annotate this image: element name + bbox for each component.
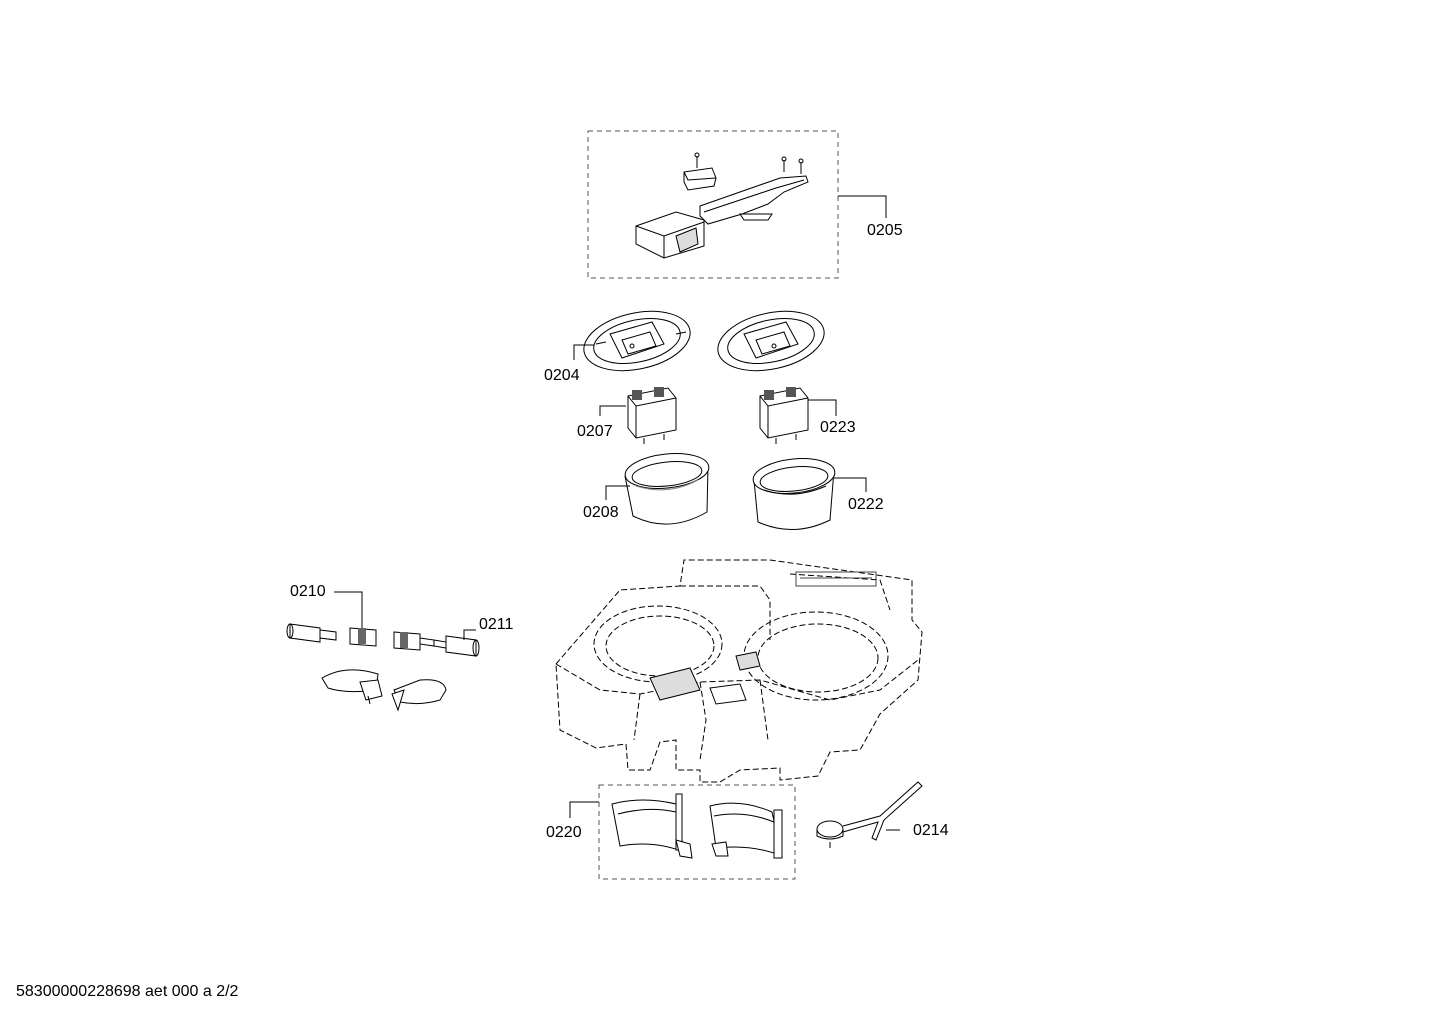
leader-0205 bbox=[838, 195, 887, 218]
label-0222: 0222 bbox=[848, 496, 884, 513]
block-0207-drawing bbox=[627, 387, 677, 444]
assembly-0205-group bbox=[587, 130, 887, 279]
leader-0222 bbox=[834, 477, 867, 492]
leader-0223 bbox=[808, 399, 837, 416]
leader-0220 bbox=[569, 801, 599, 818]
assembly-0220-group bbox=[569, 784, 796, 880]
base-housing-drawing bbox=[555, 559, 923, 783]
label-0208: 0208 bbox=[583, 504, 619, 521]
document-footer-id: 58300000228698 aet 000 a 2/2 bbox=[16, 983, 239, 1000]
ring-0204-right-drawing bbox=[717, 310, 825, 372]
assembly-0205-box bbox=[587, 130, 839, 279]
ring-0204-left-drawing bbox=[583, 310, 691, 372]
block-0223-drawing bbox=[759, 387, 809, 444]
leader-0208 bbox=[605, 485, 630, 500]
leader-0207 bbox=[599, 405, 626, 416]
bracket-0205-drawing bbox=[635, 152, 809, 259]
probe-0214-drawing bbox=[816, 781, 923, 848]
label-0211: 0211 bbox=[479, 616, 514, 633]
flap-right-drawing bbox=[709, 802, 783, 859]
label-0214: 0214 bbox=[913, 822, 949, 839]
label-0207: 0207 bbox=[577, 423, 613, 440]
cup-0222-drawing bbox=[752, 458, 836, 531]
assembly-0220-box bbox=[598, 784, 796, 880]
flap-left-drawing bbox=[611, 793, 693, 859]
leader-0204 bbox=[573, 344, 594, 360]
label-0205: 0205 bbox=[867, 222, 903, 239]
label-0223: 0223 bbox=[820, 419, 856, 436]
base-housing-detail bbox=[649, 571, 877, 705]
pins-0210-0211-drawing bbox=[286, 623, 480, 657]
leader-0211 bbox=[463, 629, 476, 640]
leader-0210 bbox=[334, 591, 363, 628]
label-0204: 0204 bbox=[544, 367, 580, 384]
clips-drawing bbox=[321, 669, 447, 712]
cup-0208-drawing bbox=[624, 453, 710, 525]
label-0220: 0220 bbox=[546, 824, 582, 841]
label-0210: 0210 bbox=[290, 583, 326, 600]
